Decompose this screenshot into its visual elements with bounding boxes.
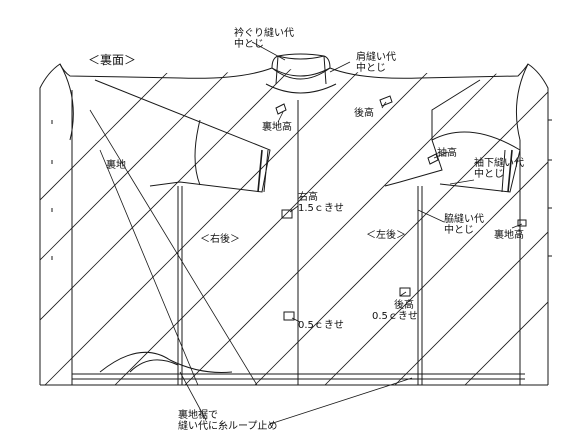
- right-back-label: ＜右後＞: [200, 234, 240, 245]
- lining-height-right-label: 裏地高: [494, 230, 524, 241]
- shoulder-seam-line1: 肩縫い代: [356, 52, 396, 63]
- hem: [40, 351, 548, 386]
- right-height-label: 右高 1.5ｃきせ: [298, 192, 344, 214]
- right-height-line1: 右高: [298, 192, 318, 203]
- shoulder-seam-line2: 中とじ: [356, 63, 386, 74]
- sleeve-seam-line1: 袖下縫い代: [474, 158, 524, 169]
- lining-label: 裏地: [106, 160, 126, 171]
- back-height-right-label: 後高: [354, 108, 374, 119]
- back-height-bottom-line2: 0.5ｃきせ: [372, 311, 418, 322]
- hem-loop-line1: 裏地裾で: [178, 410, 218, 421]
- left-shoulder-curve: [59, 63, 74, 141]
- view-title: ＜裏面＞: [88, 53, 137, 67]
- collar-seam-label: 衿ぐり縫い代 中とじ: [234, 28, 294, 50]
- hem-loop-label: 裏地裾で 縫い代に糸ループ止め: [178, 410, 277, 432]
- hem-loop-line2: 縫い代に糸ループ止め: [178, 421, 278, 432]
- collar-seam-line2: 中とじ: [234, 39, 264, 50]
- right-shoulder-curve: [515, 63, 529, 141]
- side-seam-line1: 脇縫い代: [444, 214, 484, 225]
- right-height-line2: 1.5ｃきせ: [298, 203, 344, 214]
- left-sleeve: [94, 79, 271, 193]
- left-back-label: ＜左後＞: [366, 230, 406, 241]
- tack-markers: [275, 95, 527, 321]
- side-notches: [51, 119, 552, 260]
- leader-lines: [179, 41, 523, 425]
- side-seam-line2: 中とじ: [444, 225, 474, 236]
- side-seam-label: 脇縫い代 中とじ: [444, 214, 484, 236]
- sleeve-seam-label: 袖下縫い代 中とじ: [474, 158, 524, 180]
- back-height-bottom-line1: 後高: [394, 300, 414, 311]
- collar-seam-line1: 衿ぐり縫い代: [234, 28, 294, 39]
- collar: [265, 53, 337, 94]
- back-height-bottom-label: 後高 0.5ｃきせ: [372, 300, 418, 322]
- sleeve-seam-line2: 中とじ: [474, 169, 504, 180]
- lining-height-center-label: 裏地高: [262, 122, 292, 133]
- shoulder-seam-label: 肩縫い代 中とじ: [356, 52, 396, 74]
- half-cm-pleat-label: 0.5ｃきせ: [298, 320, 344, 331]
- sleeve-height-label: 袖高: [437, 148, 457, 159]
- panel-seams: [71, 90, 521, 385]
